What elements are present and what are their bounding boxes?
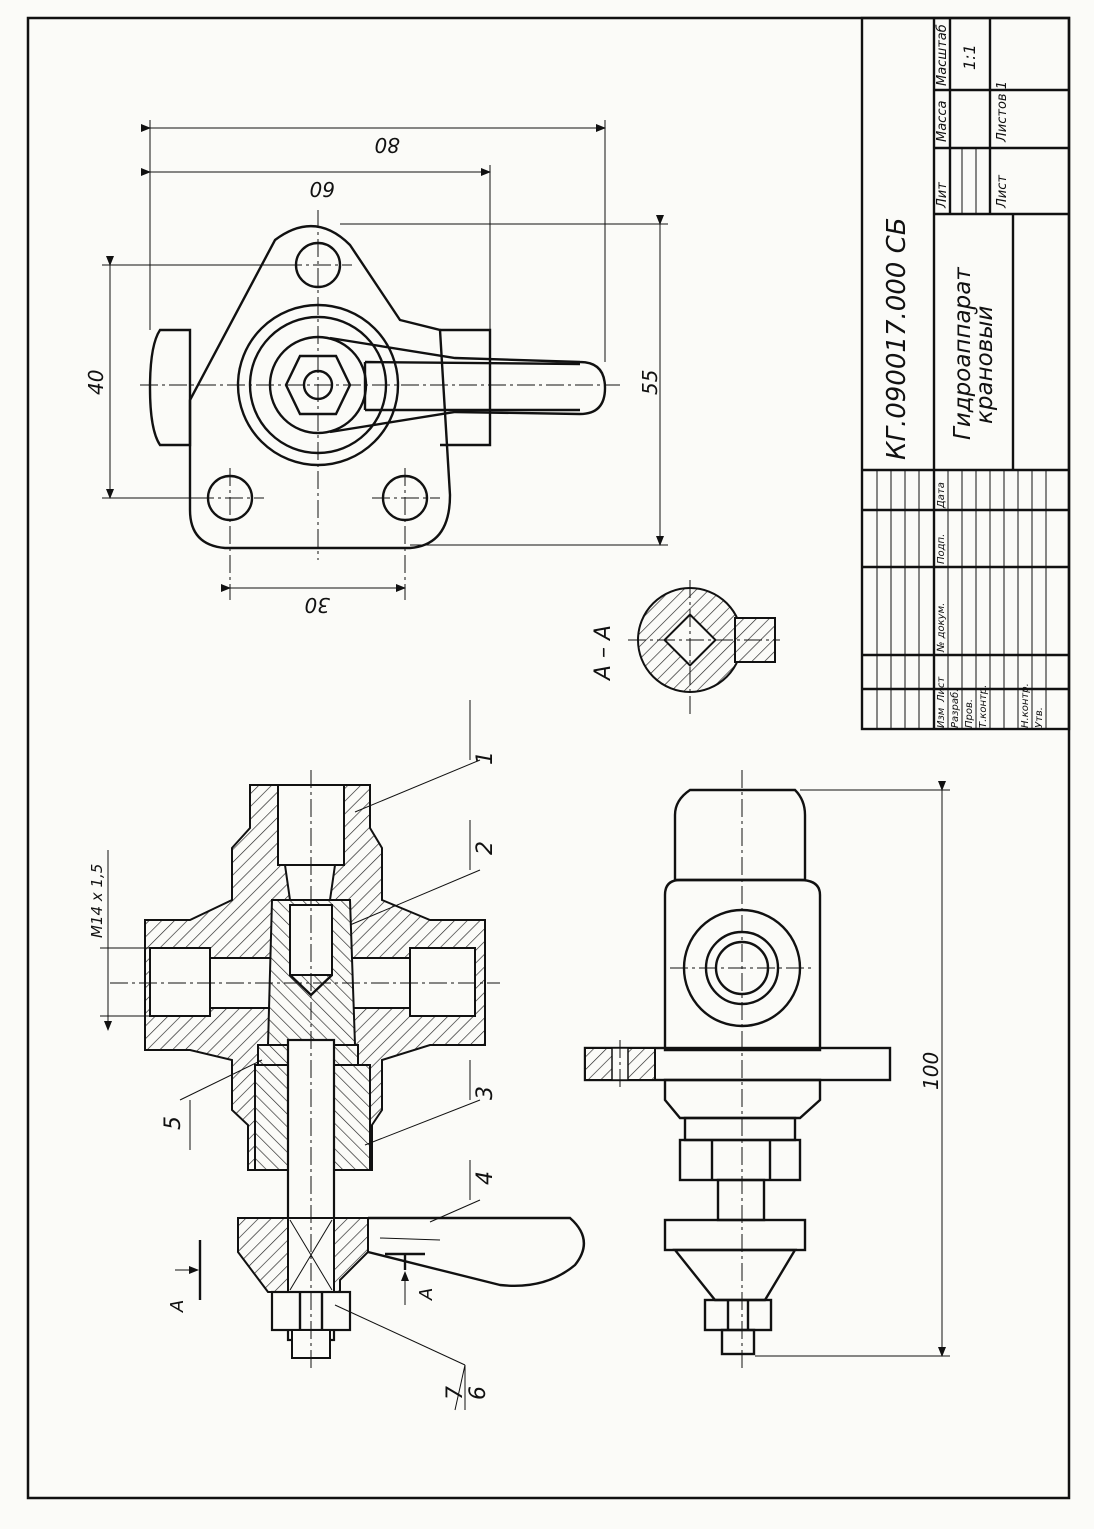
col-lit-label: Лит	[935, 182, 950, 209]
role-utv: Утв.	[1034, 707, 1045, 728]
role-prov: Пров.	[964, 699, 975, 728]
callout-1: 1	[473, 751, 498, 765]
callout-2: 2	[473, 841, 498, 855]
section-a-a: А – А	[591, 580, 780, 715]
dim-60: 60	[310, 177, 335, 201]
dim-100: 100	[919, 1052, 943, 1090]
side-view: 100	[583, 770, 950, 1370]
drawing-title-line2: крановый	[972, 306, 998, 424]
callout-5: 5	[161, 1116, 186, 1130]
callout-3: 3	[473, 1086, 498, 1100]
cut-label-left: А	[167, 1300, 188, 1313]
dim-55: 55	[638, 370, 662, 395]
dim-80: 80	[375, 133, 400, 157]
role-razrab: Разраб.	[949, 689, 961, 728]
dim-thread: M14 x 1,5	[88, 864, 106, 938]
section-view: M14 x 1,5 А А 1 2 3 4 5 6 7	[88, 700, 585, 1411]
top-view: 80 60 40 55 30	[84, 120, 668, 617]
col-sheet-label: Лист	[995, 175, 1010, 209]
dim-30: 30	[305, 593, 330, 617]
drawing-title-line1: Гидроаппарат	[950, 267, 976, 440]
row-header-sign: Подп.	[936, 534, 947, 564]
drawing-frame	[26, 16, 1071, 1500]
row-header-doc: № докум.	[936, 603, 947, 653]
row-header-izm: Изм	[936, 707, 947, 728]
section-label: А – А	[591, 625, 616, 682]
cut-label-right: А	[416, 1288, 437, 1301]
role-nkontr: Н.контр.	[1020, 683, 1031, 728]
scale-value: 1:1	[960, 44, 979, 70]
callout-4: 4	[473, 1171, 498, 1185]
col-mass-label: Масса	[935, 101, 950, 142]
callout-7: 7	[443, 1386, 468, 1400]
col-scale-label: Масштаб	[935, 24, 950, 86]
dim-40: 40	[84, 370, 108, 395]
title-block: КГ.090017.000 СБ Гидроаппарат крановый Л…	[860, 16, 1071, 731]
callout-6: 6	[466, 1386, 491, 1400]
row-header-date: Дата	[936, 482, 947, 509]
col-sheets-label: Листов 1	[995, 81, 1010, 143]
role-tkontr: Т.контр.	[978, 685, 989, 728]
row-header-list: Лист	[936, 675, 947, 703]
drawing-designation: КГ.090017.000 СБ	[882, 217, 912, 460]
